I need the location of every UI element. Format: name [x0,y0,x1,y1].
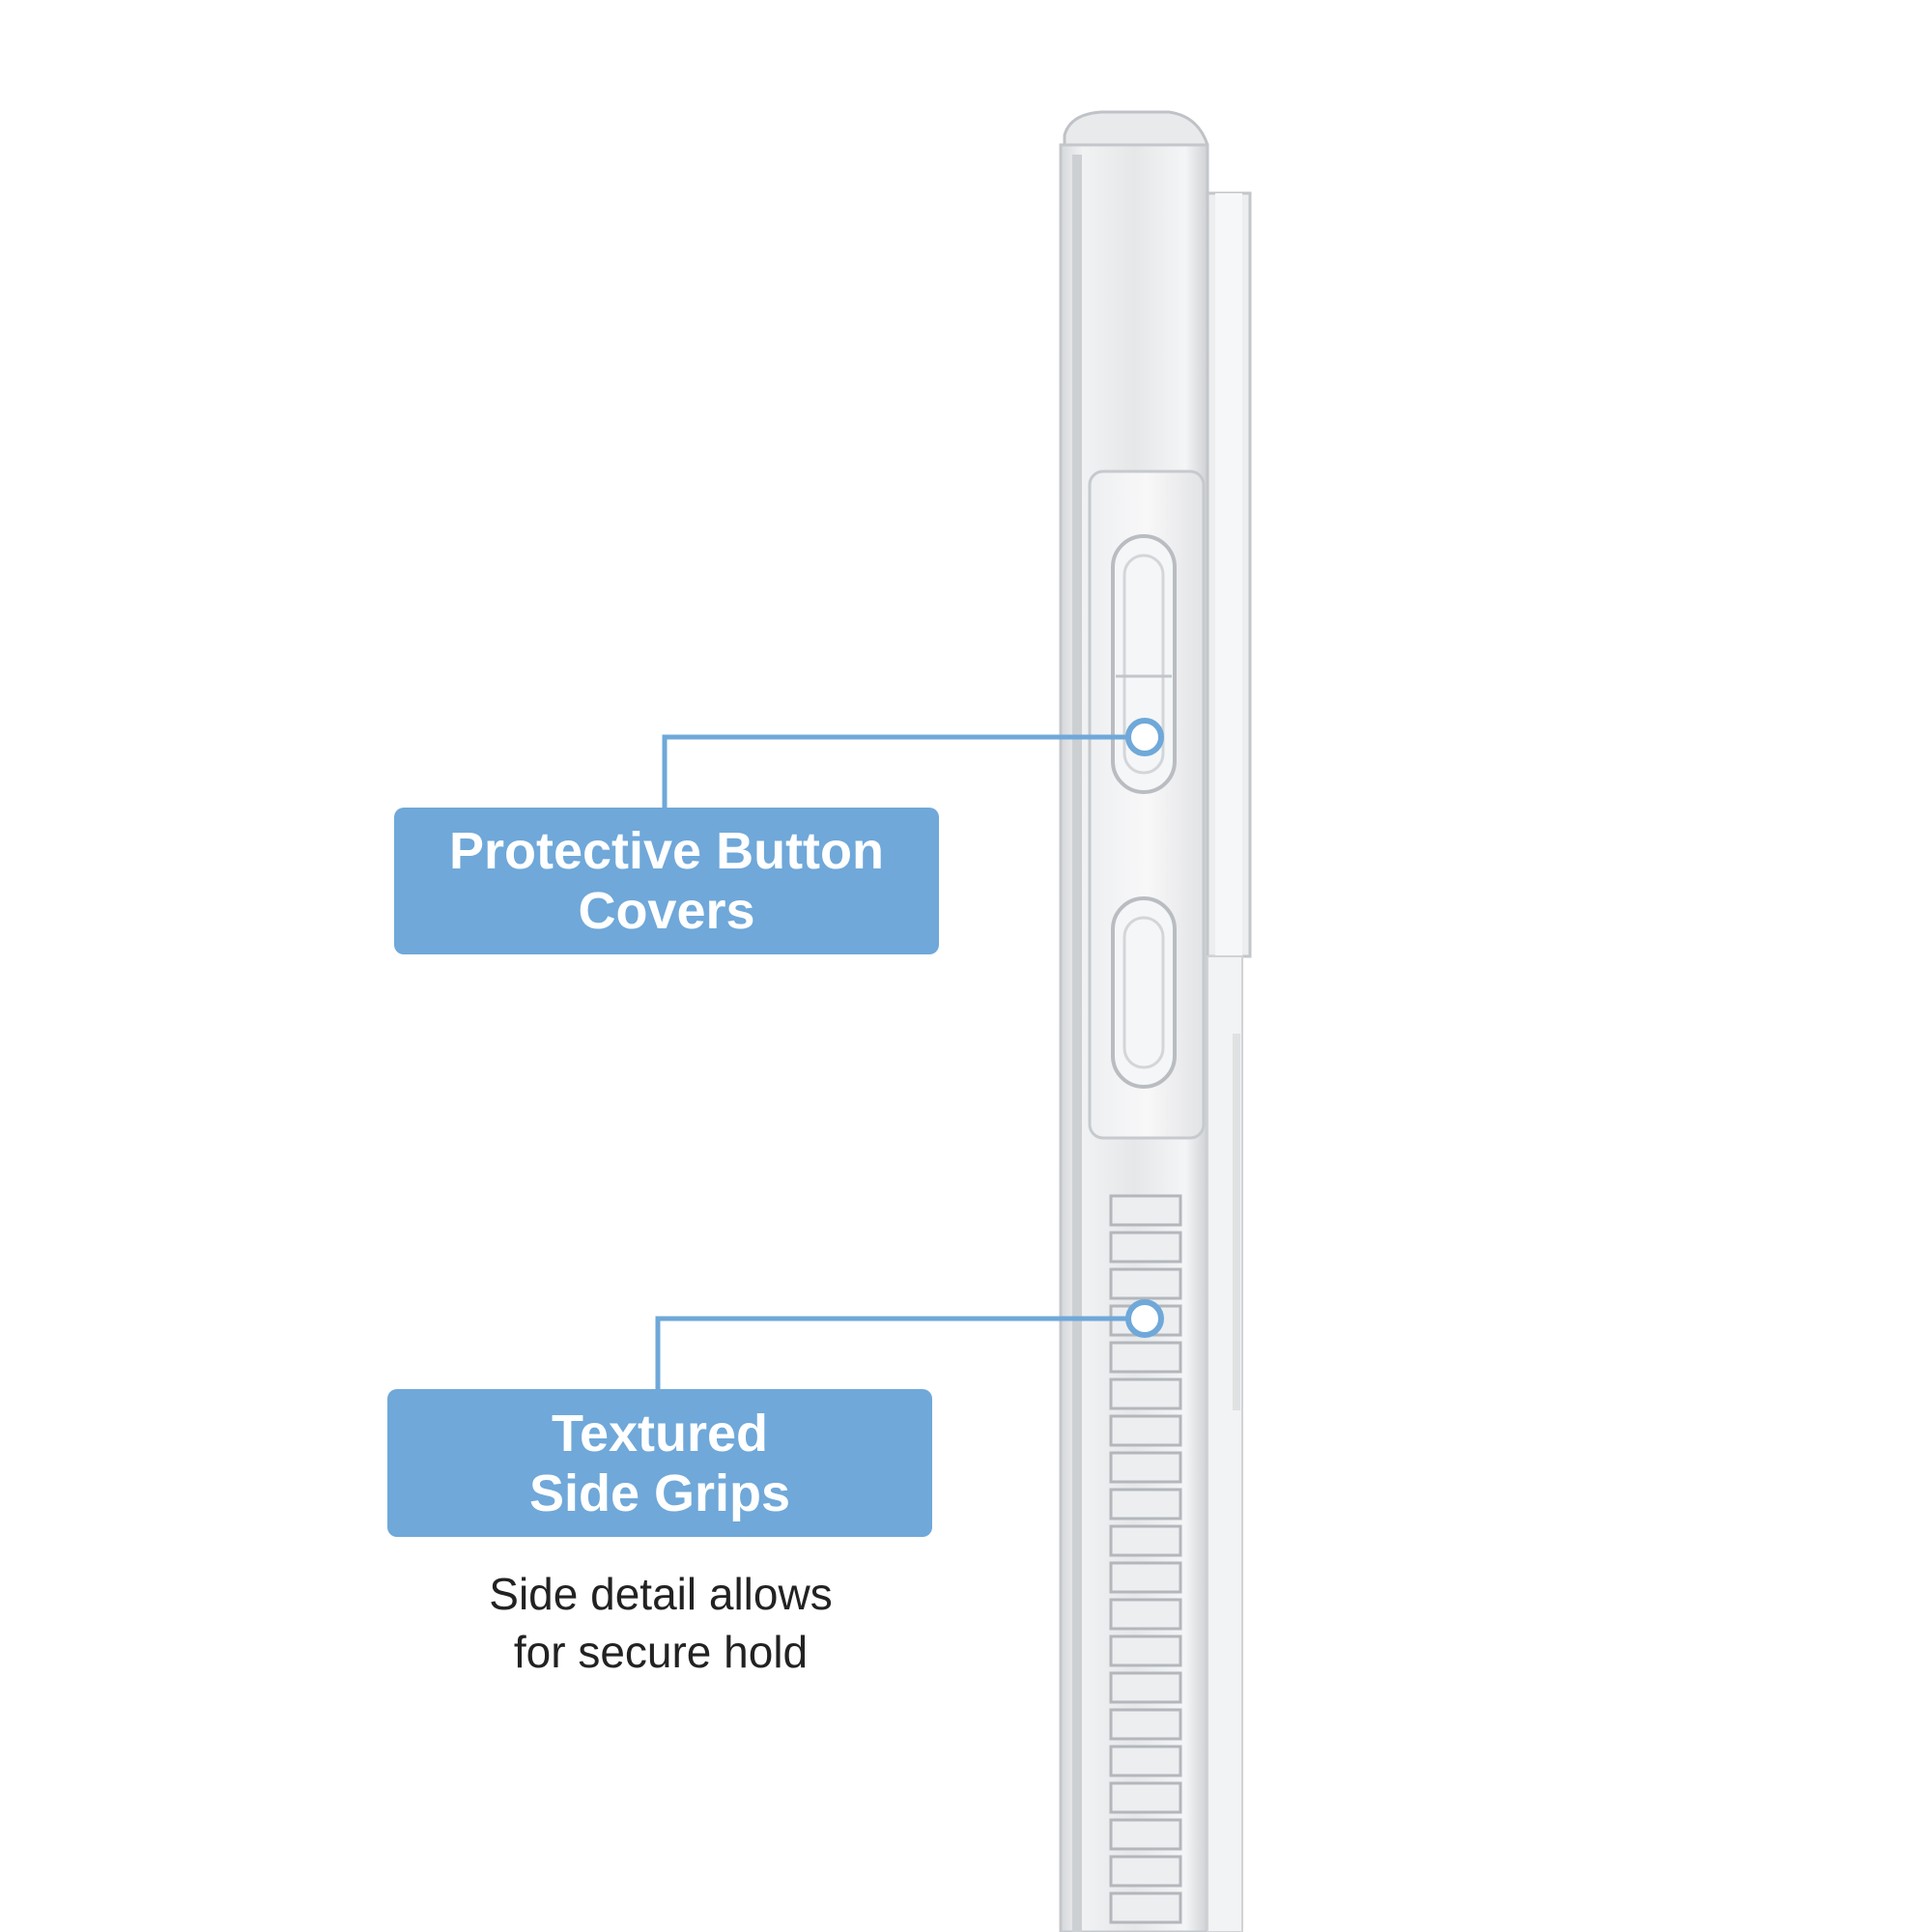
callout-description: Side detail allows for secure hold [367,1565,954,1681]
connector-dot-buttons [1125,718,1164,756]
callout-protective-button-covers: Protective Button Covers [394,808,939,954]
connector-line-buttons [662,734,1145,808]
callout-title-line: Side Grips [528,1463,791,1522]
power-button-cover [1111,896,1177,1089]
callout-textured-side-grips: Textured Side Grips [387,1389,932,1537]
connector-line-grips [655,1316,1145,1389]
callout-title-line: Textured [551,1404,769,1463]
callout-title-line: Covers [578,882,755,940]
callout-title-line: Protective Button [448,822,885,880]
description-line: for secure hold [513,1627,809,1677]
description-line: Side detail allows [489,1569,833,1619]
connector-dot-grips [1125,1299,1164,1338]
